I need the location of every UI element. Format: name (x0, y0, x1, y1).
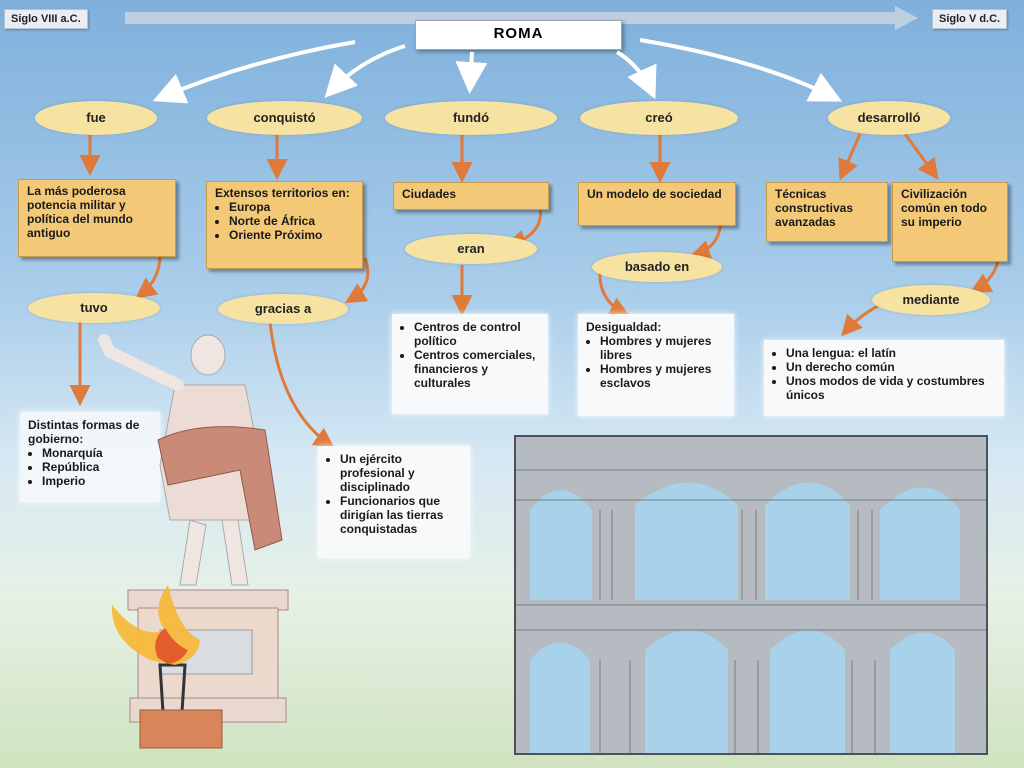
result-centros: Centros de control político Centros come… (392, 314, 548, 414)
link-tuvo: tuvo (28, 293, 160, 323)
verb-conquisto: conquistó (207, 101, 362, 135)
list-item: Imperio (42, 474, 152, 488)
timeline-end: Siglo V d.C. (932, 9, 1008, 29)
list-item: Hombres y mujeres esclavos (600, 362, 726, 390)
result-heading: Desigualdad: (586, 320, 662, 334)
box-territorios-heading: Extensos territorios en: (215, 186, 350, 200)
verb-creo: creó (580, 101, 738, 135)
box-tecnicas: Técnicas constructivas avanzadas (766, 182, 888, 242)
verb-desarrollo: desarrolló (828, 101, 950, 135)
box-potencia: La más poderosa potencia militar y polít… (18, 179, 176, 257)
link-basado-en: basado en (592, 252, 722, 282)
list-item: República (42, 460, 152, 474)
list-item: Una lengua: el latín (786, 346, 996, 360)
result-ejercito: Un ejército profesional y disciplinado F… (318, 446, 470, 558)
box-ciudades: Ciudades (393, 182, 549, 210)
list-item: Hombres y mujeres libres (600, 334, 726, 362)
list-item: Centros comerciales, financieros y cultu… (414, 348, 540, 390)
list-item: Norte de África (229, 214, 354, 228)
territories-list: Europa Norte de África Oriente Próximo (215, 200, 354, 242)
timeline-start: Siglo VIII a.C. (4, 9, 88, 29)
list-item: Centros de control político (414, 320, 540, 348)
box-territorios: Extensos territorios en: Europa Norte de… (206, 181, 363, 269)
result-heading: Distintas formas de gobierno: (28, 418, 140, 446)
box-modelo-sociedad: Un modelo de sociedad (578, 182, 736, 226)
result-desigualdad: Desigualdad: Hombres y mujeres libres Ho… (578, 314, 734, 416)
list-item: Un ejército profesional y disciplinado (340, 452, 462, 494)
list-item: Oriente Próximo (229, 228, 354, 242)
result-lengua-derecho: Una lengua: el latín Un derecho común Un… (764, 340, 1004, 416)
list-item: Unos modos de vida y costumbres únicos (786, 374, 996, 402)
list-item: Europa (229, 200, 354, 214)
map-title: ROMA (415, 20, 622, 50)
link-eran: eran (405, 234, 537, 264)
result-formas-gobierno: Distintas formas de gobierno: Monarquía … (20, 412, 160, 502)
link-mediante: mediante (872, 285, 990, 315)
list-item: Monarquía (42, 446, 152, 460)
box-civilizacion: Civilización común en todo su imperio (892, 182, 1008, 262)
verb-fue: fue (35, 101, 157, 135)
verb-fundo: fundó (385, 101, 557, 135)
list-item: Un derecho común (786, 360, 996, 374)
list-item: Funcionarios que dirigían las tierras co… (340, 494, 462, 536)
link-gracias-a: gracias a (218, 294, 348, 324)
